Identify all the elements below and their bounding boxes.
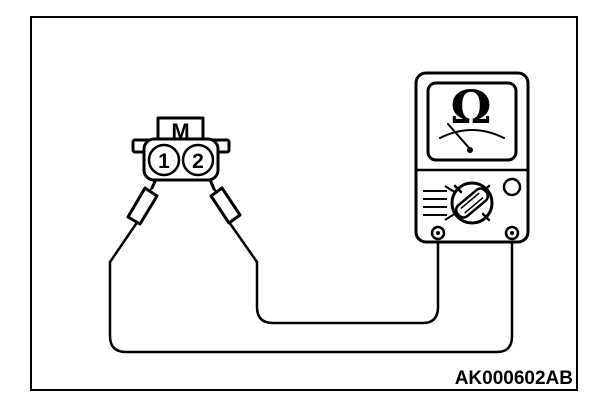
- ohm-symbol: Ω: [451, 80, 492, 134]
- connector: M 1 2: [131, 116, 231, 182]
- test-leads: [108, 219, 514, 354]
- pin-1-label: 1: [158, 150, 170, 173]
- pin-1-circle: [147, 143, 181, 177]
- ohmmeter: Ω: [414, 71, 530, 244]
- meter-needle: [447, 123, 471, 150]
- meter-scale: [439, 129, 505, 139]
- lead-wire-pin1: [108, 219, 514, 354]
- selector-dial: [450, 181, 494, 225]
- pin-2-circle: [181, 143, 215, 177]
- meter-display: [426, 81, 518, 162]
- figure-reference: AK000602AB: [455, 368, 573, 389]
- pin-2-label: 2: [192, 150, 204, 173]
- lead-wire-pin2: [227, 220, 440, 325]
- meter-pivot: [467, 147, 473, 153]
- zero-adjust-knob: [502, 177, 522, 197]
